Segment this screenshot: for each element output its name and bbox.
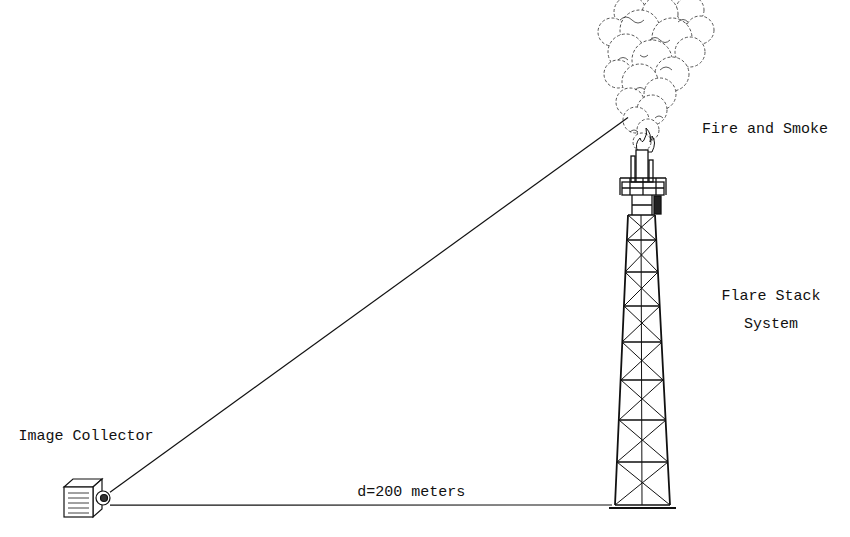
flare-stack-tower [609,150,676,508]
smoke-texture [618,17,688,132]
camera-grill [68,493,89,513]
camera-node: Image Collector [62,472,110,520]
smoke-cloud [598,0,714,151]
tower-base [609,507,676,509]
stack-pipe [636,150,648,182]
sight-line [110,504,612,505]
flame-shape [636,128,654,152]
node-label: Image Collector [18,428,153,446]
smoke-node: Fire and Smoke [628,2,698,158]
platform-railing [620,178,666,195]
platform-rail [622,187,664,188]
tower-leg [615,215,670,505]
smoke-swirl [618,17,688,132]
upper-column [632,195,652,215]
tower-rung [615,215,670,505]
tower-node: Flare Stack System [612,150,672,508]
camera-lens-glass [101,495,108,502]
node-label: Fire and Smoke [702,121,828,139]
sight-line [110,117,628,492]
equipment-box [654,196,661,214]
dimension-label: d=200 meters [354,484,468,502]
camera-body [64,487,93,517]
side-pipe [649,160,653,182]
node-label: Flare Stack System [715,283,827,339]
tower-bracing [615,215,670,505]
camera-icon [64,479,110,517]
platform [622,182,664,195]
flame [636,128,654,152]
camera-lens [96,491,110,505]
